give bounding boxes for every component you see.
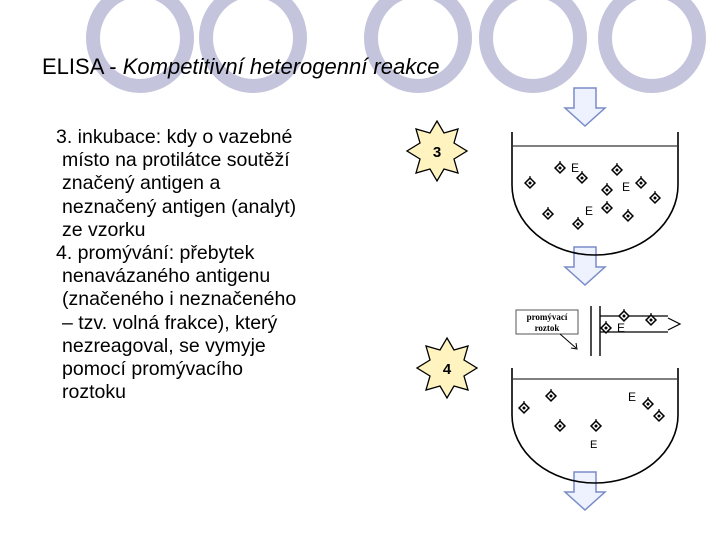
arrow-down-1: [565, 88, 605, 126]
well-washing: E promývací roztok E E: [512, 306, 680, 483]
enzyme-label-1: E: [571, 161, 579, 175]
step-4-star-icon: 4: [417, 338, 477, 398]
step-3-star-icon: 3: [407, 121, 467, 181]
arrow-down-3: [565, 472, 605, 510]
enzyme-label-4: E: [617, 321, 625, 335]
step-4-number: 4: [443, 361, 452, 378]
enzyme-label-3: E: [585, 204, 593, 218]
enzyme-label-5: E: [628, 390, 636, 404]
wash-label-line-2: roztok: [535, 323, 560, 333]
wash-label-line-1: promývací: [527, 312, 568, 322]
well-incubation: E E E: [512, 132, 678, 255]
enzyme-label-2: E: [622, 180, 630, 194]
enzyme-label-6: E: [590, 439, 597, 451]
step-3-number: 3: [433, 144, 441, 161]
